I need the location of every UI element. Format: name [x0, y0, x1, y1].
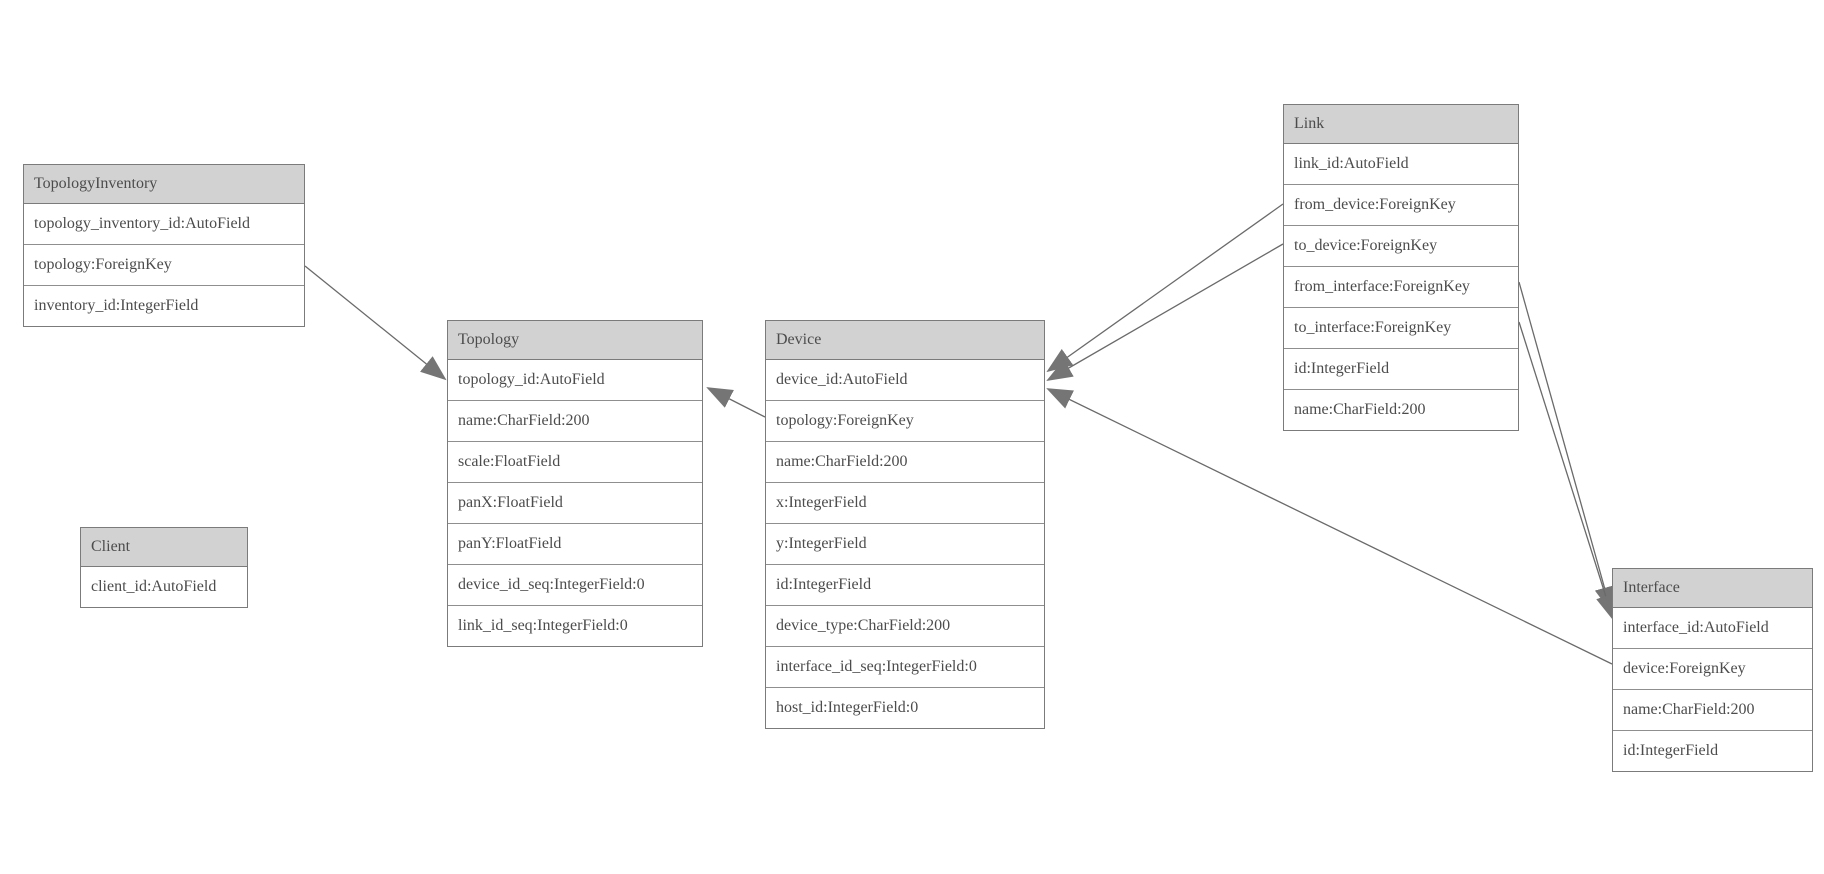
field-row: panX:FloatField: [448, 483, 702, 524]
field-row: topology:ForeignKey: [766, 401, 1044, 442]
edge-link-to_interface-to-interface-interface_id: [1518, 321, 1616, 621]
entity-title: Topology: [448, 321, 702, 360]
field-row: name:CharField:200: [448, 401, 702, 442]
field-row: interface_id:AutoField: [1613, 608, 1812, 649]
field-row: from_device:ForeignKey: [1284, 185, 1518, 226]
field-row: topology_inventory_id:AutoField: [24, 204, 304, 245]
field-row: link_id_seq:IntegerField:0: [448, 606, 702, 646]
entity-fields: client_id:AutoField: [81, 567, 247, 607]
field-row: name:CharField:200: [766, 442, 1044, 483]
field-row: scale:FloatField: [448, 442, 702, 483]
field-row: topology:ForeignKey: [24, 245, 304, 286]
field-row: from_interface:ForeignKey: [1284, 267, 1518, 308]
field-row: inventory_id:IntegerField: [24, 286, 304, 326]
field-row: id:IntegerField: [1613, 731, 1812, 771]
field-row: y:IntegerField: [766, 524, 1044, 565]
field-row: link_id:AutoField: [1284, 144, 1518, 185]
entity-topology-inventory[interactable]: TopologyInventory topology_inventory_id:…: [23, 164, 305, 327]
edge-link-from_interface-to-interface-interface_id: [1518, 281, 1615, 613]
field-row: panY:FloatField: [448, 524, 702, 565]
field-row: name:CharField:200: [1613, 690, 1812, 731]
field-row: device_type:CharField:200: [766, 606, 1044, 647]
field-row: id:IntegerField: [1284, 349, 1518, 390]
entity-title: TopologyInventory: [24, 165, 304, 204]
edge-interface-device-to-device-device_id: [1046, 388, 1613, 665]
entity-title: Device: [766, 321, 1044, 360]
entity-title: Client: [81, 528, 247, 567]
field-row: client_id:AutoField: [81, 567, 247, 607]
entity-title: Link: [1284, 105, 1518, 144]
entity-title: Interface: [1613, 569, 1812, 608]
field-row: x:IntegerField: [766, 483, 1044, 524]
field-row: device:ForeignKey: [1613, 649, 1812, 690]
field-row: to_device:ForeignKey: [1284, 226, 1518, 267]
field-row: to_interface:ForeignKey: [1284, 308, 1518, 349]
edge-topologyinventory-topology-to-topology-topology_id: [304, 265, 447, 381]
field-row: name:CharField:200: [1284, 390, 1518, 430]
edge-device-topology-to-topology-topology_id: [706, 387, 766, 418]
field-row: host_id:IntegerField:0: [766, 688, 1044, 728]
edge-link-to_device-to-device-device_id: [1046, 243, 1284, 382]
field-row: interface_id_seq:IntegerField:0: [766, 647, 1044, 688]
field-row: topology_id:AutoField: [448, 360, 702, 401]
field-row: device_id_seq:IntegerField:0: [448, 565, 702, 606]
entity-client[interactable]: Client client_id:AutoField: [80, 527, 248, 608]
edge-link-from_device-to-device-device_id: [1046, 203, 1284, 373]
field-row: id:IntegerField: [766, 565, 1044, 606]
field-row: device_id:AutoField: [766, 360, 1044, 401]
